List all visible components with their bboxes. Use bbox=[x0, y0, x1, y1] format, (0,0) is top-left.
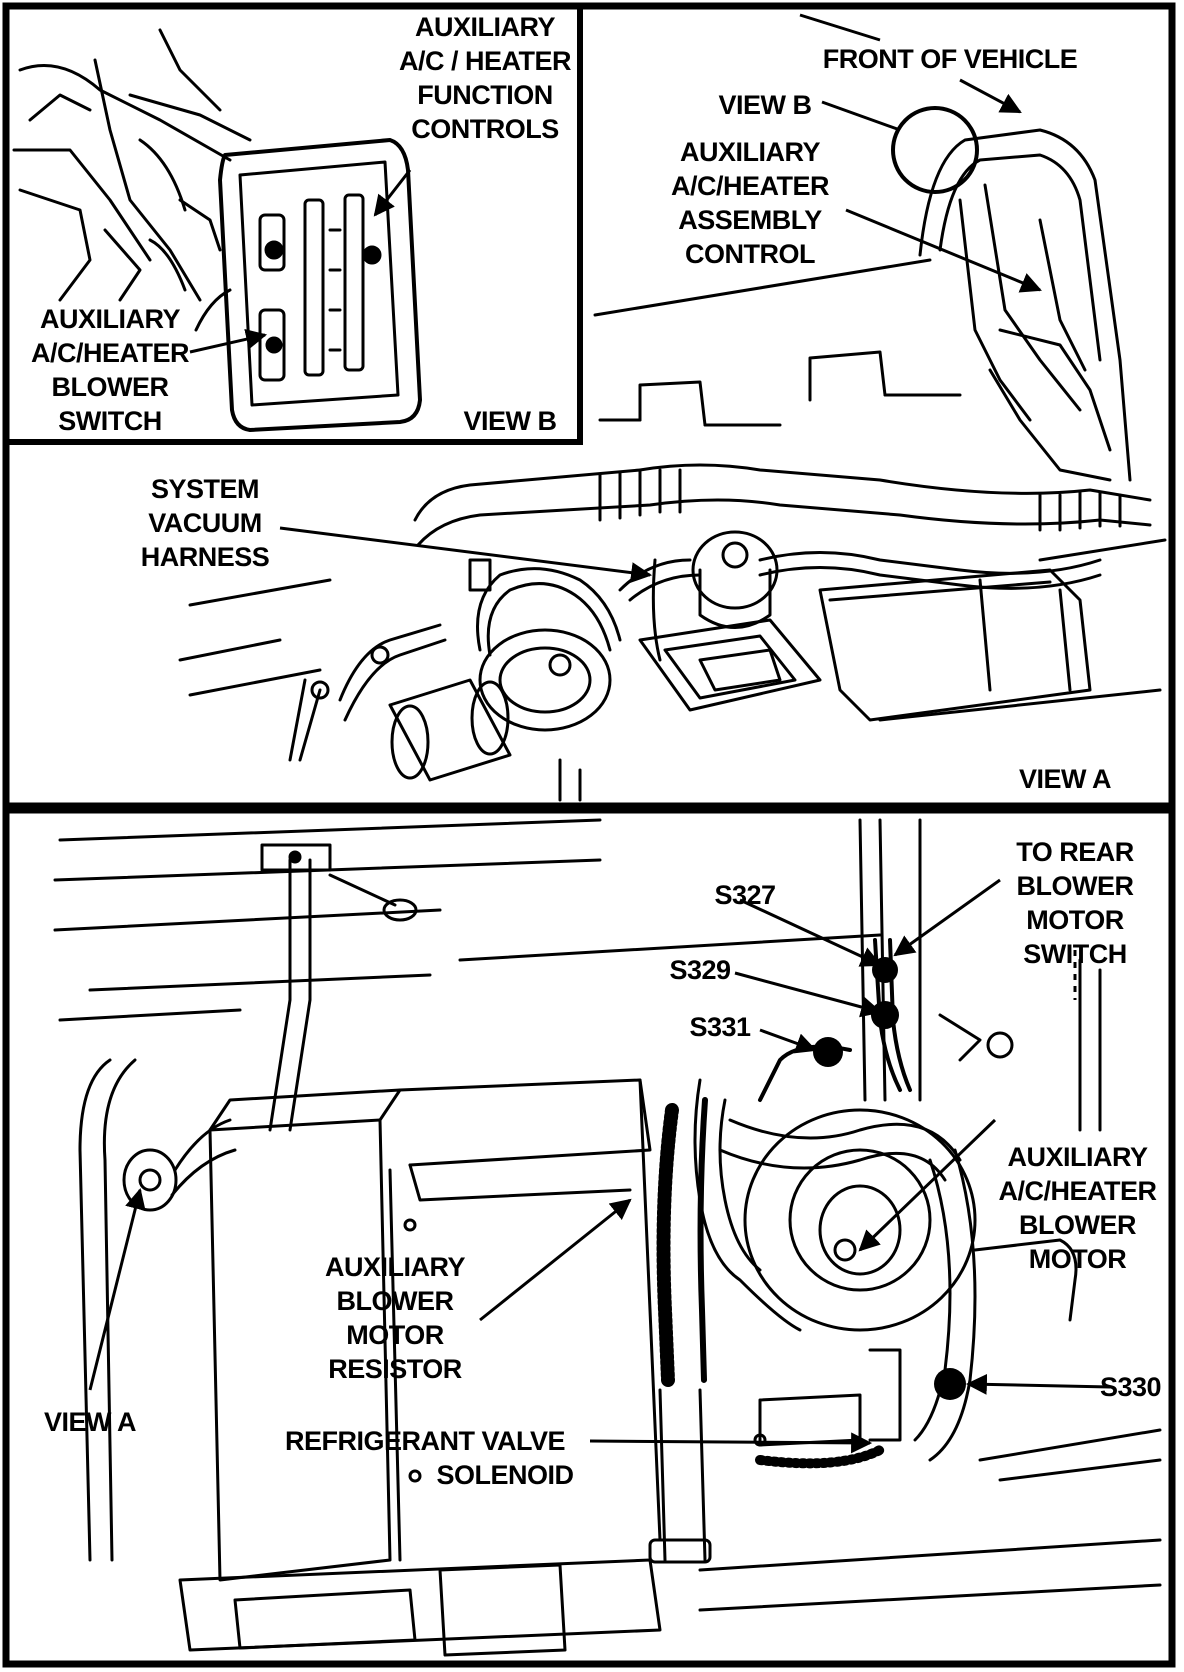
label-s329: S329 bbox=[669, 955, 731, 985]
label-to-rear-blower-motor-switch: TO REAR BLOWER MOTOR SWITCH bbox=[1016, 837, 1134, 969]
splice-s327-dot bbox=[872, 957, 898, 983]
label-view-b-callout: VIEW B bbox=[718, 90, 812, 120]
view-b-inset-frame bbox=[3, 3, 583, 445]
label-aux-blower-switch: AUXILIARY A/C/HEATER BLOWER SWITCH bbox=[30, 304, 190, 436]
view-b-inset-drawing bbox=[12, 28, 422, 432]
label-solenoid: SOLENOID bbox=[436, 1460, 574, 1490]
splice-s329-dot bbox=[871, 1001, 899, 1029]
label-view-a-callout: VIEW A bbox=[43, 1407, 137, 1437]
label-s327: S327 bbox=[714, 880, 776, 910]
label-view-a-panel: VIEW A bbox=[1018, 764, 1112, 794]
label-refrigerant-valve: REFRIGERANT VALVE bbox=[284, 1426, 566, 1456]
label-aux-assembly-control: AUXILIARY A/C/HEATER ASSEMBLY CONTROL bbox=[670, 137, 830, 269]
label-aux-function-controls: AUXILIARY A/C / HEATER FUNCTION CONTROLS bbox=[398, 12, 572, 144]
label-aux-blower-motor-resistor: AUXILIARY BLOWER MOTOR RESISTOR bbox=[324, 1252, 466, 1384]
bottom-leaders bbox=[88, 878, 1111, 1454]
splice-s330-dot bbox=[934, 1368, 966, 1400]
label-view-b-inset: VIEW B bbox=[463, 406, 557, 436]
label-aux-blower-motor: AUXILIARY A/C/HEATER BLOWER MOTOR bbox=[998, 1142, 1157, 1274]
view-a-drawing bbox=[178, 128, 1167, 802]
label-s331: S331 bbox=[689, 1012, 751, 1042]
label-s330: S330 bbox=[1100, 1372, 1162, 1402]
bottom-panel-drawing bbox=[53, 818, 1162, 1657]
splice-s331-dot bbox=[813, 1037, 843, 1067]
label-front-of-vehicle: FRONT OF VEHICLE bbox=[822, 44, 1078, 74]
label-system-vacuum-harness: SYSTEM VACUUM HARNESS bbox=[140, 474, 270, 572]
view-a-leaders bbox=[189, 13, 1042, 584]
bottom-panel-frame bbox=[2, 806, 1176, 1668]
